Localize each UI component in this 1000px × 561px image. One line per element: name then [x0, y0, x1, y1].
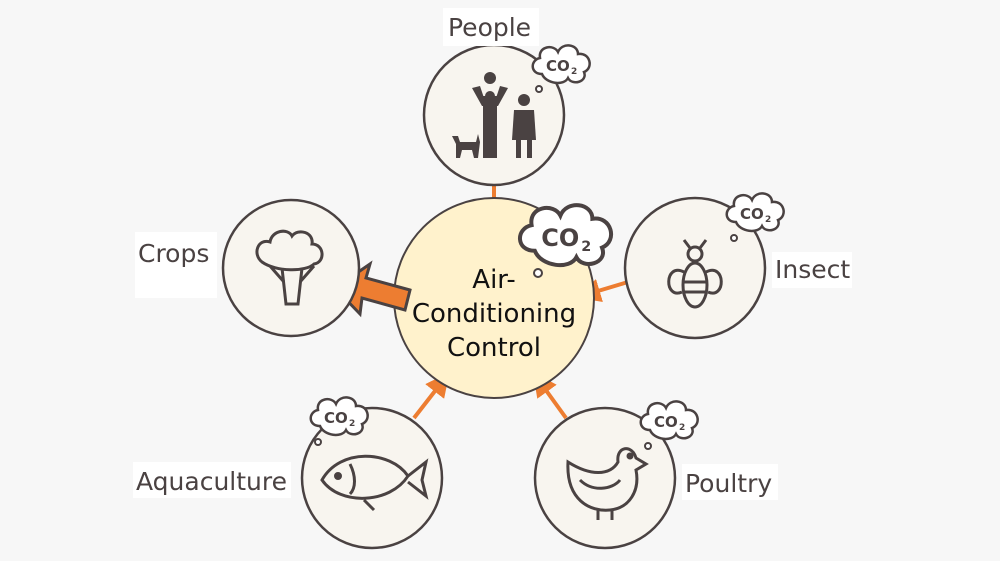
- svg-text:2: 2: [571, 67, 577, 77]
- svg-text:2: 2: [581, 239, 591, 255]
- co2-thought-bubble-aquaculture: CO 2: [309, 396, 369, 437]
- svg-text:CO: CO: [654, 413, 678, 431]
- svg-text:2: 2: [765, 215, 771, 225]
- co2-thought-bubble-center: CO 2: [520, 205, 611, 265]
- svg-text:2: 2: [679, 423, 685, 433]
- bee-icon: [667, 239, 723, 309]
- co2-thought-bubble-insect: CO 2: [725, 192, 785, 233]
- label-people: People: [448, 13, 531, 42]
- center-line-1: Air-: [472, 265, 515, 295]
- label-poultry: Poultry: [685, 469, 772, 498]
- center-line-3: Control: [447, 333, 541, 363]
- node-crops: Crops: [135, 198, 361, 338]
- node-poultry: Poultry CO 2: [533, 400, 778, 550]
- people-icon: [452, 72, 536, 158]
- node-people: People CO 2: [422, 8, 591, 187]
- svg-text:CO: CO: [324, 409, 348, 427]
- co2-thought-bubble-people: CO 2: [531, 44, 591, 85]
- node-insect: Insect CO 2: [623, 192, 852, 340]
- svg-text:CO: CO: [546, 57, 570, 75]
- label-aquaculture: Aquaculture: [136, 467, 287, 496]
- svg-text:CO: CO: [541, 224, 579, 252]
- label-crops: Crops: [138, 239, 209, 268]
- svg-text:2: 2: [349, 419, 355, 429]
- center-node: Air- Conditioning Control CO 2: [393, 197, 611, 399]
- broccoli-icon: [255, 229, 324, 306]
- co2-thought-bubble-poultry: CO 2: [639, 400, 699, 441]
- node-aquaculture: Aquaculture CO 2: [133, 396, 444, 550]
- svg-text:CO: CO: [740, 205, 764, 223]
- chicken-icon: [566, 447, 649, 520]
- fish-icon: [320, 454, 429, 512]
- label-insect: Insect: [775, 255, 850, 284]
- arrow-aquaculture-to-center: [412, 372, 450, 420]
- center-line-2: Conditioning: [412, 299, 576, 329]
- arrow-poultry-to-center: [532, 372, 568, 420]
